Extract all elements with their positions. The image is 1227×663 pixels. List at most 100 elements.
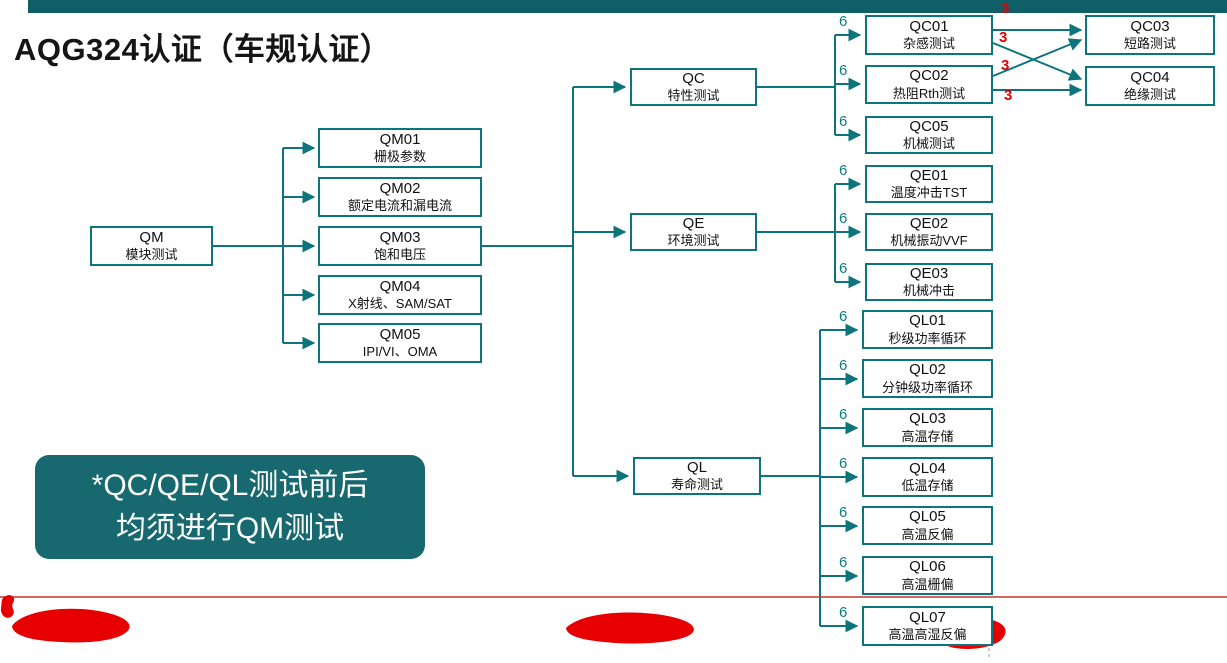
node-code: QC01 xyxy=(909,17,949,35)
node-label: 机械测试 xyxy=(902,136,955,152)
node-code: QM02 xyxy=(379,179,421,197)
node-label: 分钟级功率循环 xyxy=(881,379,973,395)
node-code: QC03 xyxy=(1130,17,1170,35)
node-code: QC02 xyxy=(909,67,949,85)
node-label: 高温反偏 xyxy=(901,526,954,542)
node-code: QL06 xyxy=(909,558,946,576)
node-code: QE xyxy=(682,214,705,232)
red-annotations xyxy=(0,595,1227,658)
node-label: 低温存储 xyxy=(901,478,954,494)
node-code: QC05 xyxy=(909,117,949,135)
page-title: AQG324认证（车规认证） xyxy=(14,32,392,67)
node-code: QC xyxy=(682,69,705,87)
node-label: 寿命测试 xyxy=(670,477,723,493)
node-label: 高温栅偏 xyxy=(901,576,954,592)
node-label: IPI/VI、OMA xyxy=(362,344,438,360)
edge-count-3: 3 xyxy=(999,29,1008,46)
node-label: 温度冲击TST xyxy=(890,185,968,201)
edge-count-6: 6 xyxy=(839,604,848,621)
note-line-1: *QC/QE/QL测试前后 xyxy=(91,468,369,502)
edge-count-6: 6 xyxy=(839,210,848,227)
edge-count-6: 6 xyxy=(839,260,848,277)
edge-count-6: 6 xyxy=(839,406,848,423)
node-label: 额定电流和漏电流 xyxy=(347,198,452,214)
node-code: QL03 xyxy=(909,410,946,428)
edge-count-6: 6 xyxy=(839,455,848,472)
node-label: 绝缘测试 xyxy=(1123,87,1176,103)
redaction-scribble-left-edge xyxy=(0,595,15,618)
node-label: 模块测试 xyxy=(125,247,178,263)
node-label: 高温存储 xyxy=(901,428,954,444)
node-code: QL05 xyxy=(909,508,946,526)
node-label: 栅极参数 xyxy=(373,149,426,165)
node-label: 机械振动VVF xyxy=(890,233,968,249)
edge-count-6: 6 xyxy=(839,162,848,179)
node-label: 机械冲击 xyxy=(902,283,955,299)
edge-count-6: 6 xyxy=(839,113,848,130)
node-label: 特性测试 xyxy=(667,88,720,104)
node-code: QM05 xyxy=(379,325,421,343)
node-label: 饱和电压 xyxy=(373,247,426,263)
node-code: QE03 xyxy=(909,264,949,282)
edge-count-3: 3 xyxy=(1001,0,1010,17)
edge-count-6: 6 xyxy=(839,554,848,571)
top-accent-bar xyxy=(28,0,1227,13)
redaction-scribble-left xyxy=(12,608,130,643)
edge-count-6: 6 xyxy=(839,504,848,521)
edge-count-6: 6 xyxy=(839,308,848,325)
node-code: QL07 xyxy=(909,608,946,626)
note-callout: *QC/QE/QL测试前后 均须进行QM测试 xyxy=(35,455,425,559)
edge-count-6: 6 xyxy=(839,62,848,79)
redaction-scribble-middle xyxy=(566,612,694,644)
teal-connectors xyxy=(213,23,1083,633)
node-code: QM xyxy=(139,228,164,246)
node-code: QE02 xyxy=(909,214,949,232)
note-line-2: 均须进行QM测试 xyxy=(115,512,345,545)
node-code: QC04 xyxy=(1130,68,1170,86)
edge-count-6: 6 xyxy=(839,13,848,30)
edge-count-3: 3 xyxy=(1004,87,1013,104)
node-code: QM01 xyxy=(379,130,421,148)
node-code: QL02 xyxy=(909,361,946,379)
node-label: 热阻Rth测试 xyxy=(892,85,966,101)
edge-count-3: 3 xyxy=(1001,57,1010,74)
node-label: 环境测试 xyxy=(667,233,720,249)
node-label: 秒级功率循环 xyxy=(888,330,967,346)
node-label: 杂感测试 xyxy=(902,36,955,52)
node-code: QL xyxy=(686,458,707,476)
node-code: QL04 xyxy=(909,459,946,477)
node-label: X射线、SAM/SAT xyxy=(348,296,452,312)
node-code: QM03 xyxy=(379,228,421,246)
node-code: QE01 xyxy=(909,166,949,184)
node-code: QM04 xyxy=(379,277,421,295)
node-label: 高温高湿反偏 xyxy=(888,627,967,643)
node-label: 短路测试 xyxy=(1123,36,1176,52)
node-code: QL01 xyxy=(909,312,946,330)
edge-count-6: 6 xyxy=(839,357,848,374)
